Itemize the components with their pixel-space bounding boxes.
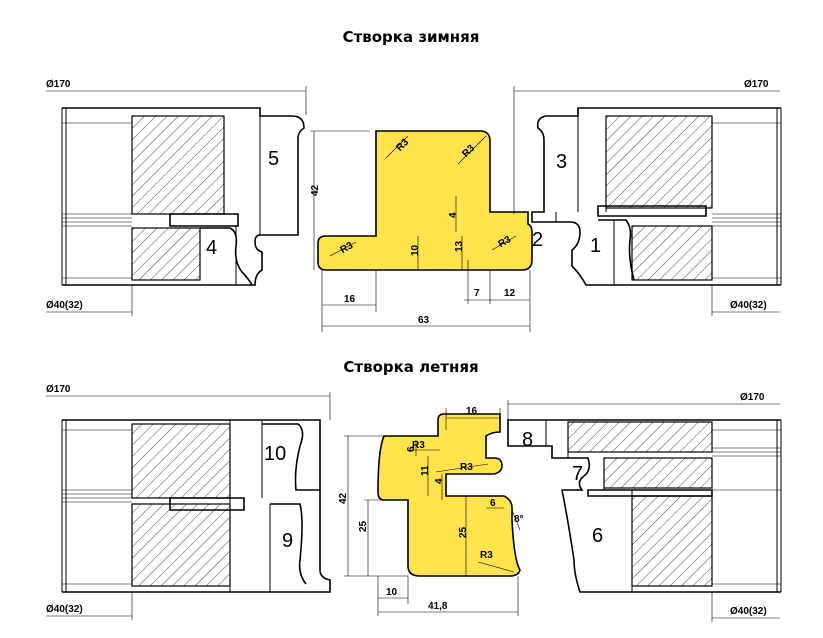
summer-radius-1: R3 — [412, 440, 425, 451]
summer-profile: R3 R3 R3 6 11 4 25 6 8° — [377, 413, 524, 577]
title-summer: Створка летняя — [343, 358, 478, 376]
summer-dim-11: 11 — [420, 465, 431, 476]
winter-right-cutter: 3 1 2 — [531, 107, 782, 286]
summer-right-cutter: 8 7 6 — [507, 419, 782, 593]
summer-left-cutter: 10 9 — [61, 419, 331, 593]
winter-right-dia40: Ø40(32) — [730, 300, 767, 311]
summer-dim-6b: 6 — [490, 498, 496, 509]
winter-dim-13: 13 — [454, 240, 465, 252]
winter-dim-63: 63 — [418, 315, 430, 326]
winter-dim-10: 10 — [410, 244, 421, 256]
summer-dim-42: 42 — [338, 492, 349, 504]
winter-left-dia40: Ø40(32) — [46, 300, 83, 311]
cutter-number-5: 5 — [268, 148, 279, 170]
cutter-number-2: 2 — [532, 229, 543, 251]
summer-dim-25b: 25 — [458, 526, 469, 538]
cutter-number-3: 3 — [556, 151, 567, 173]
summer-dim-25a: 25 — [358, 520, 369, 532]
summer-dim-41-8: 41,8 — [428, 601, 448, 612]
cutter-number-8: 8 — [522, 429, 533, 451]
title-winter: Створка зимняя — [343, 28, 480, 46]
winter-dim-16: 16 — [344, 294, 356, 305]
winter-dim-4: 4 — [448, 212, 459, 218]
winter-left-cutter: 5 4 — [61, 107, 305, 286]
winter-dim-12: 12 — [504, 288, 516, 299]
cutter-number-9: 9 — [282, 530, 293, 552]
summer-dim-4: 4 — [434, 478, 445, 484]
summer-dim-10: 10 — [386, 587, 398, 598]
winter-right-dia170: Ø170 — [744, 79, 769, 90]
winter-profile: R3 R3 R3 R3 10 13 4 — [317, 130, 533, 271]
summer-left-dia170: Ø170 — [46, 384, 71, 395]
cutter-number-7: 7 — [572, 463, 583, 485]
summer-radius-3: R3 — [480, 550, 493, 561]
cutter-number-6: 6 — [592, 525, 603, 547]
summer-right-dia170: Ø170 — [740, 392, 765, 403]
cutter-number-10: 10 — [264, 443, 286, 465]
cutter-number-4: 4 — [206, 237, 217, 259]
summer-left-dia40: Ø40(32) — [46, 604, 83, 615]
cutter-number-1: 1 — [590, 235, 601, 257]
summer-right-dia40: Ø40(32) — [730, 606, 767, 617]
summer-dim-6a: 6 — [406, 446, 417, 452]
summer-dim-16: 16 — [466, 406, 478, 417]
winter-dim-42: 42 — [310, 184, 321, 196]
winter-dim-7: 7 — [474, 288, 480, 299]
winter-left-dia170: Ø170 — [46, 79, 71, 90]
summer-angle-8: 8° — [514, 514, 524, 525]
